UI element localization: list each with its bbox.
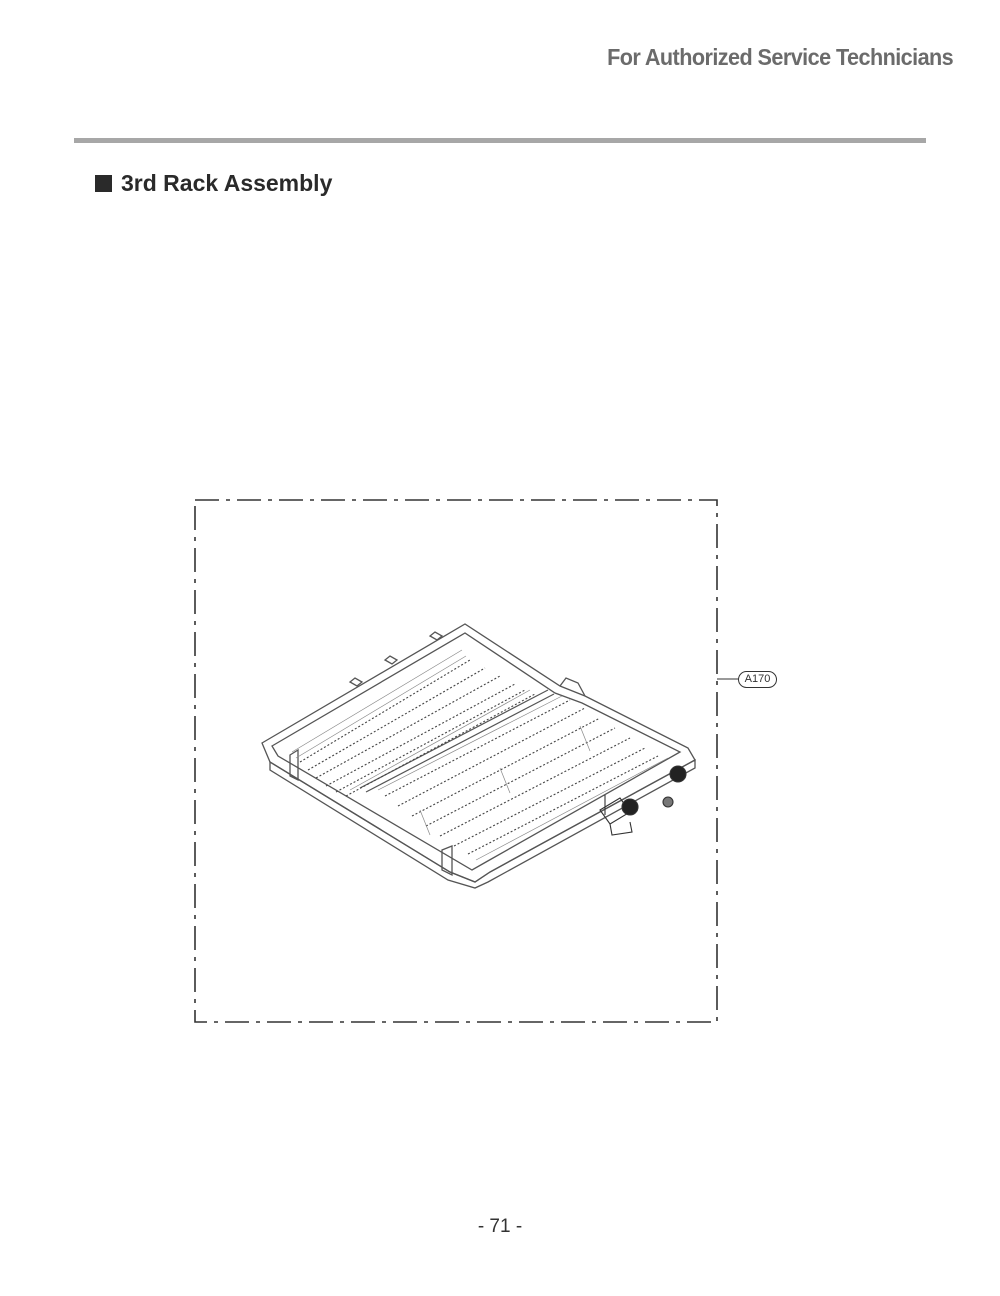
- rack-assembly-diagram: [194, 499, 738, 1023]
- right-compartment-grid: [377, 695, 669, 861]
- rack-frame: [261, 623, 696, 889]
- assembly-boundary: [194, 499, 718, 1023]
- page-number: - 71 -: [477, 1216, 523, 1237]
- header-divider: [74, 138, 926, 143]
- front-mechanism: [599, 765, 687, 836]
- part-callout-a170: A170: [738, 671, 777, 688]
- right-compartment-tines: [384, 699, 659, 855]
- header-title: For Authorized Service Technicians: [606, 44, 954, 70]
- left-compartment-tines: [299, 659, 536, 797]
- black-square-bullet-icon: [95, 175, 112, 192]
- rack-divider: [359, 689, 555, 793]
- section-title: 3rd Rack Assembly: [121, 170, 333, 196]
- left-compartment-grid: [291, 649, 531, 791]
- section-heading: 3rd Rack Assembly: [95, 170, 332, 197]
